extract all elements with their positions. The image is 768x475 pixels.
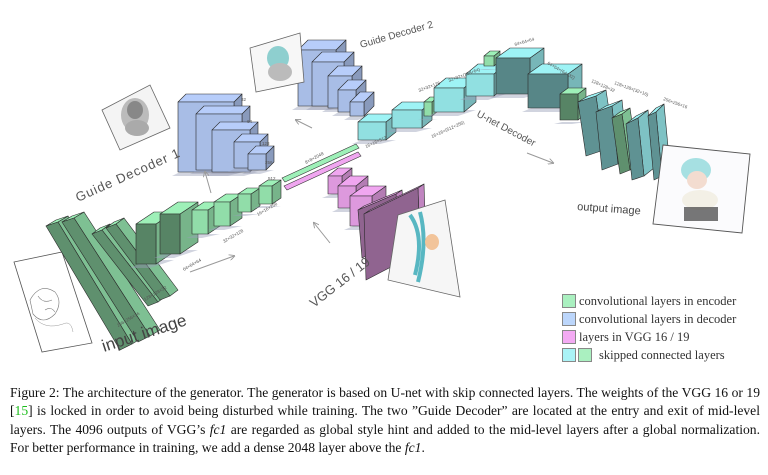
guide1-channel-label: 128 <box>262 141 270 146</box>
mid-level-connections <box>281 143 362 191</box>
mid-layer-4 <box>465 73 495 97</box>
vgg-input-image <box>387 199 461 298</box>
decoder-layer-1 <box>495 57 531 95</box>
encoder-layer-2a <box>91 229 159 307</box>
input-image <box>13 251 93 353</box>
encoder-layer-3b <box>159 213 181 255</box>
encoder-layer-1a <box>45 221 133 351</box>
layer-shadow <box>352 140 396 144</box>
legend-item-vgg: layers in VGG 16 / 19 <box>562 328 762 346</box>
guide-decoder-1-image <box>101 84 171 151</box>
layer-shadow <box>232 214 260 216</box>
legend-item-skip: skipped connected layers <box>562 346 762 364</box>
guide1-channel-label: 64 <box>247 119 253 124</box>
legend-swatch-vgg <box>562 330 576 344</box>
caption-text: are regarded as global style hint and ad… <box>10 421 760 456</box>
guide-decoder-1-layers <box>172 93 275 176</box>
layer-shadow <box>418 119 438 120</box>
layer-shadow <box>253 206 281 208</box>
layer-shadow <box>186 234 220 238</box>
citation-link[interactable]: 15 <box>14 403 29 419</box>
decoder-dim-label: 256×256×16 <box>663 96 689 110</box>
vgg-layers <box>322 167 427 281</box>
caption-text: ] is locked in order to avoid being dist… <box>10 403 760 437</box>
mid-skip-1 <box>423 101 433 117</box>
legend-swatch-skip-green <box>578 348 592 362</box>
dimension-labels: 256×256×16128×128×3264×64×6432×32×12816×… <box>116 36 689 327</box>
legend-item-encoder: convolutional layers in encoder <box>562 292 762 310</box>
label-vgg: VGG 16 / 19 <box>307 254 373 310</box>
layer-shadow <box>242 170 274 174</box>
label-unet-decoder: U-net Decoder <box>475 109 538 150</box>
caption-term-fc1: fc1 <box>404 440 422 456</box>
encoder-layer-3a <box>135 223 157 265</box>
flow-arrows <box>189 120 553 273</box>
guide1-layer-1-top <box>177 93 243 103</box>
legend-item-decoder: convolutional layers in decoder <box>562 310 762 328</box>
layer-shadow <box>206 172 258 176</box>
legend-label: layers in VGG 16 / 19 <box>579 329 690 344</box>
label-guide-decoder-2: Guide Decoder 2 <box>359 19 435 51</box>
decoder-layer-5 <box>625 117 645 181</box>
layer-shadow <box>208 226 242 230</box>
label-guide-decoder-1: Guide Decoder 1 <box>73 145 183 205</box>
legend-label: convolutional layers in decoder <box>579 311 737 326</box>
mid-skip-2 <box>483 55 495 67</box>
guide-decoder-2-layers <box>292 39 375 120</box>
caption-term-fc1: fc1 <box>209 421 227 437</box>
guide2-arrow <box>296 120 313 129</box>
mid-layer-2 <box>391 109 423 129</box>
vgg-arrow <box>314 223 331 244</box>
guide1-arrow <box>205 172 212 194</box>
encoder-layers <box>45 179 282 351</box>
encoder-arrow <box>189 256 234 273</box>
layer-shadow <box>554 122 586 124</box>
legend: convolutional layers in encoder convolut… <box>562 292 762 364</box>
mid-dim-label: 16×16×(512+256) <box>430 120 465 139</box>
guide1-layer-5 <box>247 153 267 171</box>
figure-caption: Figure 2: The architecture of the genera… <box>10 384 760 458</box>
label-output-image: output image <box>577 201 641 217</box>
output-image <box>652 144 751 234</box>
caption-text: . <box>421 440 425 456</box>
decoder-arrow <box>526 152 553 163</box>
mid-layer-3 <box>433 87 465 113</box>
mid-layer-1 <box>357 121 387 141</box>
encoder-layer-4b <box>213 201 231 227</box>
encoder-layer-4a <box>191 209 209 235</box>
guide-decoder-2-image <box>249 32 305 93</box>
guide1-channel-label: 32 <box>241 97 247 102</box>
encoder-layer-5b <box>258 185 273 205</box>
legend-swatch-encoder <box>562 294 576 308</box>
guide1-channel-label: 256 <box>265 160 273 165</box>
decoder-dim-label: 64×64×64 <box>514 36 535 47</box>
legend-label: skipped connected layers <box>599 347 725 362</box>
legend-label: convolutional layers in encoder <box>579 293 737 308</box>
architecture-diagram: input image output image Guide Decoder 1… <box>13 19 751 356</box>
legend-swatch-decoder <box>562 312 576 326</box>
legend-swatch-skip-cyan <box>562 348 576 362</box>
caption-text: Figure 2: The architecture of the genera… <box>10 385 760 419</box>
encoder-layer-1b <box>61 217 151 343</box>
guide2-layer-5 <box>349 101 365 117</box>
decoder-skip-1 <box>559 93 579 121</box>
layer-shadow <box>478 69 500 70</box>
mid-skip-chain <box>352 50 507 144</box>
guide1-layer-2-top <box>195 105 251 115</box>
decoder-dim-label: 128×128×(32+16) <box>614 80 650 97</box>
encoder-dim-label: 32×32×128 <box>222 228 245 244</box>
layer-shadow <box>386 128 432 132</box>
guide1-channel-label: 512 <box>268 176 276 181</box>
unet-decoder-layers <box>490 47 671 181</box>
encoder-layer-5a <box>237 193 252 213</box>
encoder-dim-label: 64×64×64 <box>182 257 202 272</box>
decoder-skip-2 <box>611 113 631 175</box>
